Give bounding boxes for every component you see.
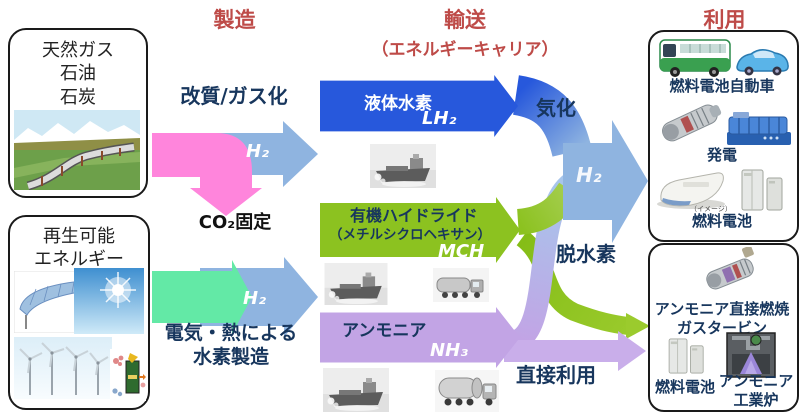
mch-subtitle: （メチルシクロヘキサン） [329,227,491,243]
lh2-name: 液体水素 [364,94,432,114]
co2-arrow [152,133,262,216]
sun-sky-image [74,268,144,334]
nh3-name: アンモニア [342,321,427,341]
mch-formula: MCH [438,241,485,262]
fuel-cell-label-h2box: 燃料電池 [691,212,752,230]
header-transport: 輸送 （エネルギーキャリア） [360,4,570,60]
ammonia-furnace-label: アンモニア 工業炉 [718,372,794,409]
pipeline-image [14,110,140,191]
fcv-label: 燃料電池自動車 [669,77,775,95]
direct-use-arrow [504,331,646,371]
carrier-nh3: アンモニア NH₃ [320,307,520,368]
electrolysis-image [110,349,146,401]
nh3-tank-truck-image [435,370,499,412]
h2-big-label: H₂ [576,163,602,187]
h2-label-bottom: H₂ [243,288,266,309]
source-box-renewable: 再生可能 エネルギー [8,215,150,410]
source-box-fossil: 天然ガス 石油 石炭 [8,28,148,198]
mch-truck-image [433,268,489,302]
lh2-formula: LH₂ [422,108,457,129]
carrier-lh2: 液体水素 LH₂ [320,75,518,137]
image-note-caption: （イメージ） [690,205,732,213]
renewable-green-arrow [152,260,252,334]
reforming-label: 改質/ガス化 [180,84,288,108]
nh3-formula: NH₃ [430,340,469,361]
ammonia-gas-turbine-image [698,245,762,301]
mch-name: 有機ハイドライド [350,206,478,225]
fuel-cell-bus-image [658,34,732,78]
co2-fixation-label: CO₂固定 [198,212,272,233]
h2-label-top: H₂ [246,141,269,162]
header-use: 利用 [703,8,746,32]
fuel-cell-units-image [736,168,790,212]
header-transport-title: 輸送 [444,8,486,32]
fuel-cell-units-small-image [664,336,710,376]
carrier-mch: 有機ハイドライド （メチルシクロヘキサン） MCH [320,197,520,263]
mch-dehydrogenation-band [516,182,581,235]
renewable-title: 再生可能 エネルギー [34,226,124,271]
ene-farm-concept-image [653,168,729,210]
power-generation-label: 発電 [706,146,737,164]
use-box-ammonia [648,243,799,412]
header-transport-subtitle: （エネルギーキャリア） [371,40,559,60]
mch-direct-arrowhead [626,313,650,339]
direct-use-label: 直接利用 [516,363,596,387]
nh3-tanker-ship-image [323,368,389,412]
mch-tanker-ship-image [323,263,389,305]
fossil-title: 天然ガス 石油 石炭 [42,40,114,108]
dehydrogenation-label: 脱水素 [556,242,616,266]
header-manufacture: 製造 [213,8,256,32]
h2-big-arrow [563,120,648,243]
electrolysis-label: 電気・熱による 水素製造 [164,322,298,368]
vaporization-label: 気化 [536,96,576,120]
generator-image [725,110,793,148]
wind-turbines-image [14,337,112,399]
fuel-cell-label-nh3box: 燃料電池 [654,378,715,396]
ammonia-furnace-image [726,332,776,378]
hydrogen-turbine-image [655,98,727,148]
lh2-tanker-ship-image [370,139,436,193]
fuel-cell-car-image [733,43,791,77]
vaporization-band [512,75,592,158]
